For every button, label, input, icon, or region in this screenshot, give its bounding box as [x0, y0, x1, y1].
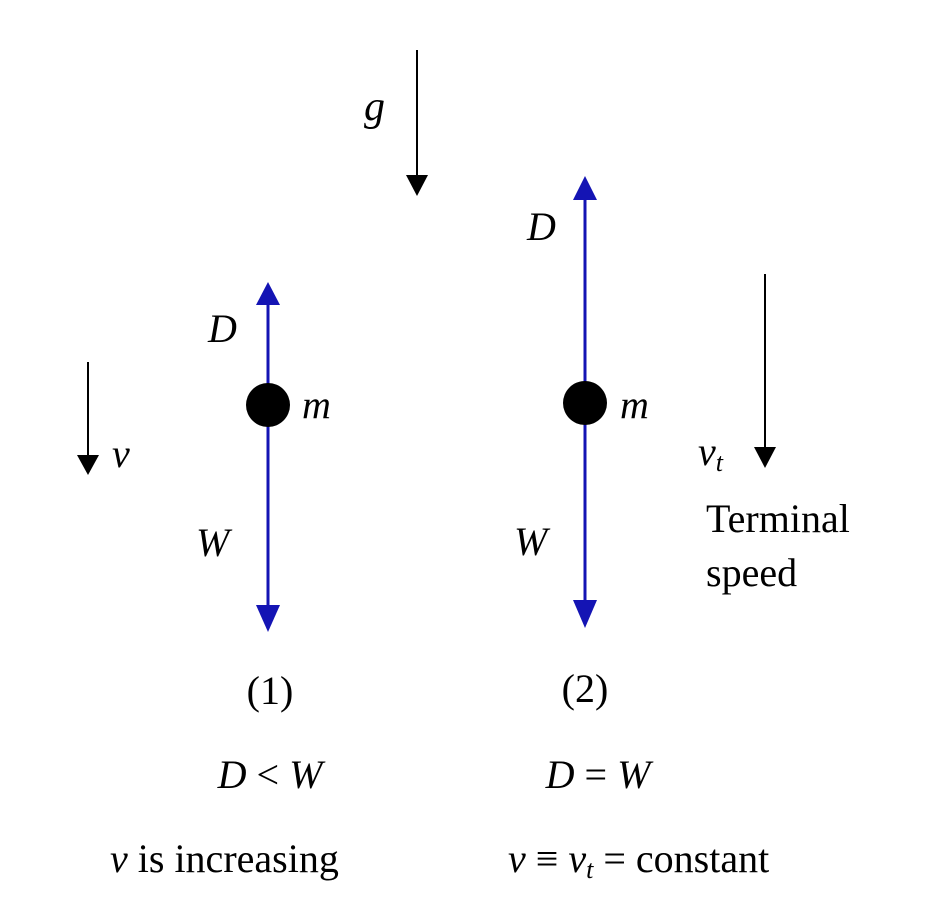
case2-mass-label: m	[620, 382, 649, 427]
case1-number: (1)	[247, 668, 294, 713]
case2-caption-vt: v	[568, 836, 586, 881]
gravity-arrow	[406, 50, 428, 196]
case2-velocity-sub: t	[716, 448, 724, 477]
case1-mass-label: m	[302, 382, 331, 427]
case2-velocity-arrow	[754, 274, 776, 468]
case2-caption-equiv: ≡	[526, 836, 569, 881]
case1-caption: v is increasing	[110, 836, 339, 881]
case2-mass	[563, 381, 607, 425]
case1-weight-label: W	[196, 520, 233, 565]
case2-weight-arrow	[573, 403, 597, 628]
case1-caption-rest: is increasing	[128, 836, 339, 881]
case1-relation-rhs: W	[289, 752, 326, 797]
case2-relation-op: =	[575, 752, 618, 797]
case1-weight-arrow	[256, 405, 280, 632]
case1-relation-op: <	[247, 752, 290, 797]
case2-caption-sub: t	[586, 855, 594, 884]
case1-relation: D < W	[217, 752, 326, 797]
case2-caption-rest: = constant	[593, 836, 769, 881]
case2-drag-arrow	[573, 176, 597, 403]
gravity-label: g	[364, 84, 385, 130]
case2-velocity-label: vt	[698, 429, 724, 477]
case1-caption-var: v	[110, 836, 128, 881]
case2-terminal-line1: Terminal	[706, 496, 850, 541]
case2-weight-label: W	[514, 519, 551, 564]
case2-velocity-base: v	[698, 429, 716, 474]
case2-terminal-line2: speed	[706, 550, 797, 595]
case2-drag-label: D	[526, 204, 556, 249]
case2-relation-rhs: W	[617, 752, 654, 797]
case2-caption-v: v	[508, 836, 526, 881]
case1-velocity-label: v	[112, 431, 130, 476]
case2-relation-lhs: D	[545, 752, 575, 797]
case2-caption: v ≡ vt = constant	[508, 836, 769, 884]
case2-number: (2)	[562, 666, 609, 711]
case1-mass	[246, 383, 290, 427]
case1-velocity-arrow	[77, 362, 99, 475]
case1-relation-lhs: D	[217, 752, 247, 797]
case2-relation: D = W	[545, 752, 654, 797]
case1-drag-label: D	[207, 306, 237, 351]
